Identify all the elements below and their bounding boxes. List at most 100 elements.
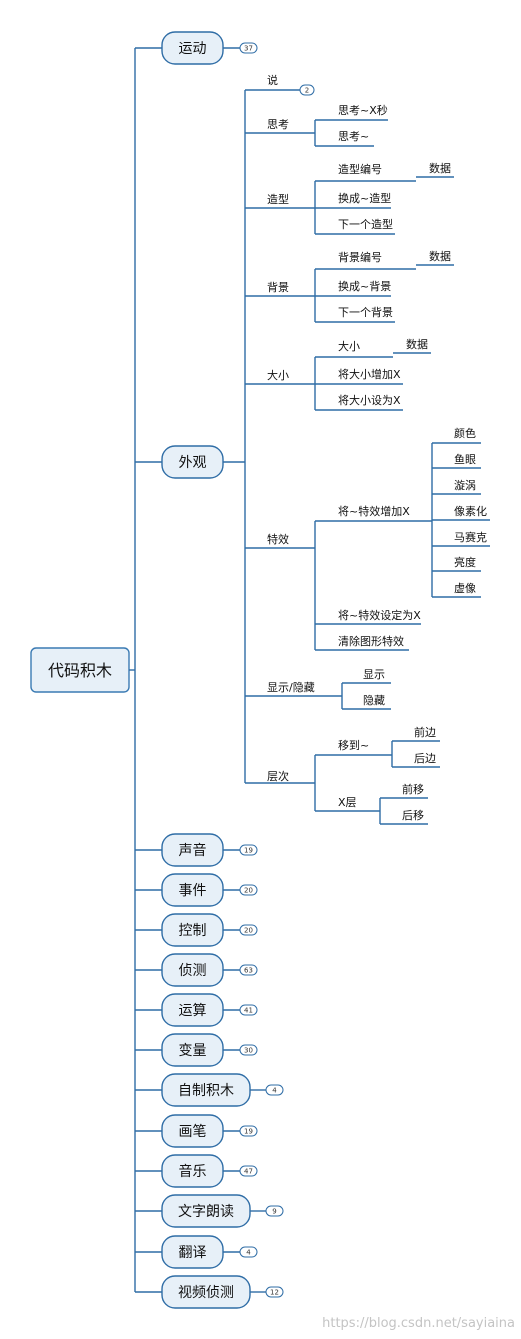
hide-block: 隐藏 xyxy=(363,694,385,707)
svg-text:视频侦测: 视频侦测 xyxy=(178,1285,234,1301)
looks-costume: 造型 造型编号 数据 换成~造型 下一个造型 xyxy=(245,161,454,235)
count-badge-my-blocks[interactable]: 4 xyxy=(250,1084,284,1096)
svg-text:翻译: 翻译 xyxy=(179,1245,207,1261)
svg-text:20: 20 xyxy=(244,887,253,895)
data-label: 数据 xyxy=(406,337,428,351)
next-costume-block: 下一个造型 xyxy=(338,217,393,231)
svg-text:画笔: 画笔 xyxy=(179,1124,207,1140)
svg-text:变量: 变量 xyxy=(179,1043,207,1059)
svg-text:控制: 控制 xyxy=(179,923,207,939)
svg-text:侦测: 侦测 xyxy=(179,963,207,979)
goto-layer-block: 移到~ xyxy=(338,739,369,752)
looks-think: 思考 思考~X秒 思考~ xyxy=(245,103,388,147)
svg-text:63: 63 xyxy=(244,967,253,975)
think-block: 思考~ xyxy=(338,130,369,143)
category-sound[interactable]: 声音 xyxy=(161,833,224,867)
category-video-sensing[interactable]: 视频侦测 xyxy=(161,1275,251,1309)
count-badge-motion[interactable]: 37 xyxy=(223,42,258,54)
svg-text:37: 37 xyxy=(244,45,253,53)
looks-size: 大小 大小 数据 将大小增加X 将大小设为X xyxy=(245,337,431,411)
category-motion[interactable]: 运动 xyxy=(161,31,224,65)
svg-text:显示/隐藏: 显示/隐藏 xyxy=(267,681,315,694)
switch-costume-block: 换成~造型 xyxy=(338,191,391,205)
category-my-blocks[interactable]: 自制积木 xyxy=(161,1073,251,1107)
svg-text:大小: 大小 xyxy=(267,368,289,382)
svg-text:虚像: 虚像 xyxy=(454,582,476,595)
count-badge-video-sensing[interactable]: 12 xyxy=(250,1286,284,1298)
category-translate[interactable]: 翻译 xyxy=(161,1235,224,1269)
category-looks[interactable]: 外观 xyxy=(161,445,224,479)
svg-text:运算: 运算 xyxy=(179,1003,207,1019)
effect-list: 颜色 鱼眼 漩涡 像素化 马赛克 亮度 虚像 xyxy=(432,426,490,598)
svg-text:自制积木: 自制积木 xyxy=(178,1083,234,1099)
show-block: 显示 xyxy=(363,668,385,681)
count-badge-say: 2 xyxy=(305,87,309,95)
count-badge-control[interactable]: 20 xyxy=(223,924,258,936)
svg-text:20: 20 xyxy=(244,927,253,935)
svg-text:9: 9 xyxy=(272,1208,276,1216)
next-backdrop-block: 下一个背景 xyxy=(338,305,393,319)
svg-text:说: 说 xyxy=(267,73,278,87)
looks-effects: 特效 将~特效增加X 颜色 鱼眼 漩涡 像素化 马赛克 亮度 虚像 将~特效设定… xyxy=(245,426,490,651)
looks-layer: 层次 移到~ 前边 后边 X层 前移 后移 xyxy=(245,725,440,825)
switch-backdrop-block: 换成~背景 xyxy=(338,279,391,293)
svg-text:47: 47 xyxy=(244,1168,253,1176)
svg-text:鱼眼: 鱼眼 xyxy=(454,452,476,466)
svg-text:4: 4 xyxy=(246,1249,251,1257)
svg-text:41: 41 xyxy=(244,1007,253,1015)
svg-text:文字朗读: 文字朗读 xyxy=(178,1203,234,1220)
size-block: 大小 xyxy=(338,339,360,353)
svg-text:前移: 前移 xyxy=(402,782,424,796)
svg-text:思考: 思考 xyxy=(267,118,289,131)
category-sensing[interactable]: 侦测 xyxy=(161,953,224,987)
svg-text:颜色: 颜色 xyxy=(454,426,476,440)
change-size-block: 将大小增加X xyxy=(338,367,401,381)
category-text-to-speech[interactable]: 文字朗读 xyxy=(161,1194,251,1228)
costume-number-block: 造型编号 xyxy=(338,162,382,176)
svg-text:12: 12 xyxy=(270,1289,279,1297)
svg-text:造型: 造型 xyxy=(267,192,289,206)
looks-show-hide: 显示/隐藏 显示 隐藏 xyxy=(245,668,391,710)
category-label: 运动 xyxy=(179,41,207,57)
svg-text:前边: 前边 xyxy=(414,725,436,739)
category-events[interactable]: 事件 xyxy=(161,873,224,907)
set-effect-block: 将~特效设定为X xyxy=(338,608,421,622)
category-music[interactable]: 音乐 xyxy=(161,1154,224,1188)
svg-text:特效: 特效 xyxy=(267,532,289,546)
svg-text:19: 19 xyxy=(244,847,253,855)
svg-text:19: 19 xyxy=(244,1128,253,1136)
svg-text:漩涡: 漩涡 xyxy=(454,479,476,492)
x-layer-block: X层 xyxy=(338,796,357,809)
count-badge-music[interactable]: 47 xyxy=(223,1165,258,1177)
backdrop-number-block: 背景编号 xyxy=(338,250,382,264)
category-control[interactable]: 控制 xyxy=(161,913,224,947)
looks-say: 说 2 xyxy=(245,73,315,96)
root-node[interactable]: 代码积木 xyxy=(30,647,130,693)
change-effect-block: 将~特效增加X xyxy=(338,504,410,518)
svg-text:后移: 后移 xyxy=(402,809,424,822)
svg-text:声音: 声音 xyxy=(179,842,207,859)
category-variables[interactable]: 变量 xyxy=(161,1033,224,1067)
count-badge-sound[interactable]: 19 xyxy=(223,844,258,856)
looks-backdrop: 背景 背景编号 数据 换成~背景 下一个背景 xyxy=(245,249,454,323)
data-label: 数据 xyxy=(429,161,451,175)
count-badge-translate[interactable]: 4 xyxy=(223,1246,258,1258)
data-label: 数据 xyxy=(429,249,451,263)
count-badge-text-to-speech[interactable]: 9 xyxy=(250,1205,284,1217)
svg-text:后边: 后边 xyxy=(414,752,436,765)
count-badge-pen[interactable]: 19 xyxy=(223,1125,258,1137)
svg-text:音乐: 音乐 xyxy=(179,1163,207,1180)
count-badge-sensing[interactable]: 63 xyxy=(223,964,258,976)
category-pen[interactable]: 画笔 xyxy=(161,1114,224,1148)
count-badge-variables[interactable]: 30 xyxy=(223,1044,258,1056)
svg-text:4: 4 xyxy=(272,1087,277,1095)
count-badge-events[interactable]: 20 xyxy=(223,884,258,896)
svg-text:亮度: 亮度 xyxy=(454,555,476,569)
svg-text:背景: 背景 xyxy=(267,280,289,294)
clear-effects-block: 清除图形特效 xyxy=(338,634,404,648)
count-badge-operators[interactable]: 41 xyxy=(223,1004,258,1016)
svg-text:像素化: 像素化 xyxy=(454,504,487,518)
think-seconds-block: 思考~X秒 xyxy=(338,103,388,117)
svg-text:层次: 层次 xyxy=(267,769,289,783)
category-operators[interactable]: 运算 xyxy=(161,993,224,1027)
